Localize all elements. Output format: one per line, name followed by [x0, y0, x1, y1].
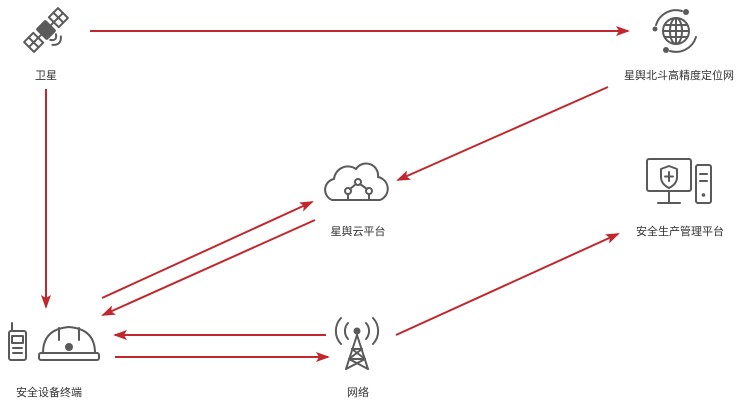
beidou-network-label: 星舆北斗高精度定位网	[624, 69, 734, 82]
safety-platform-label: 安全生产管理平台	[636, 225, 724, 238]
edges	[41, 26, 630, 362]
cloud-platform-icon	[324, 162, 389, 201]
network-label: 网络	[347, 386, 369, 399]
radio-helmet-icon	[8, 322, 100, 361]
computer-shield-icon	[646, 158, 712, 204]
globe-network-icon	[652, 9, 697, 53]
edge-terminal-to-cloud	[101, 201, 314, 299]
satellite-icon	[23, 7, 69, 53]
cloud-platform-label: 星舆云平台	[330, 225, 386, 238]
edge-cloud-to-terminal	[101, 219, 316, 316]
edge-network-to-safety-platform	[395, 233, 620, 336]
satellite-label: 卫星	[35, 69, 57, 82]
edge-beidou-to-cloud	[396, 86, 609, 181]
signal-tower-icon	[334, 317, 380, 370]
terminal-label: 安全设备终端	[16, 386, 82, 399]
